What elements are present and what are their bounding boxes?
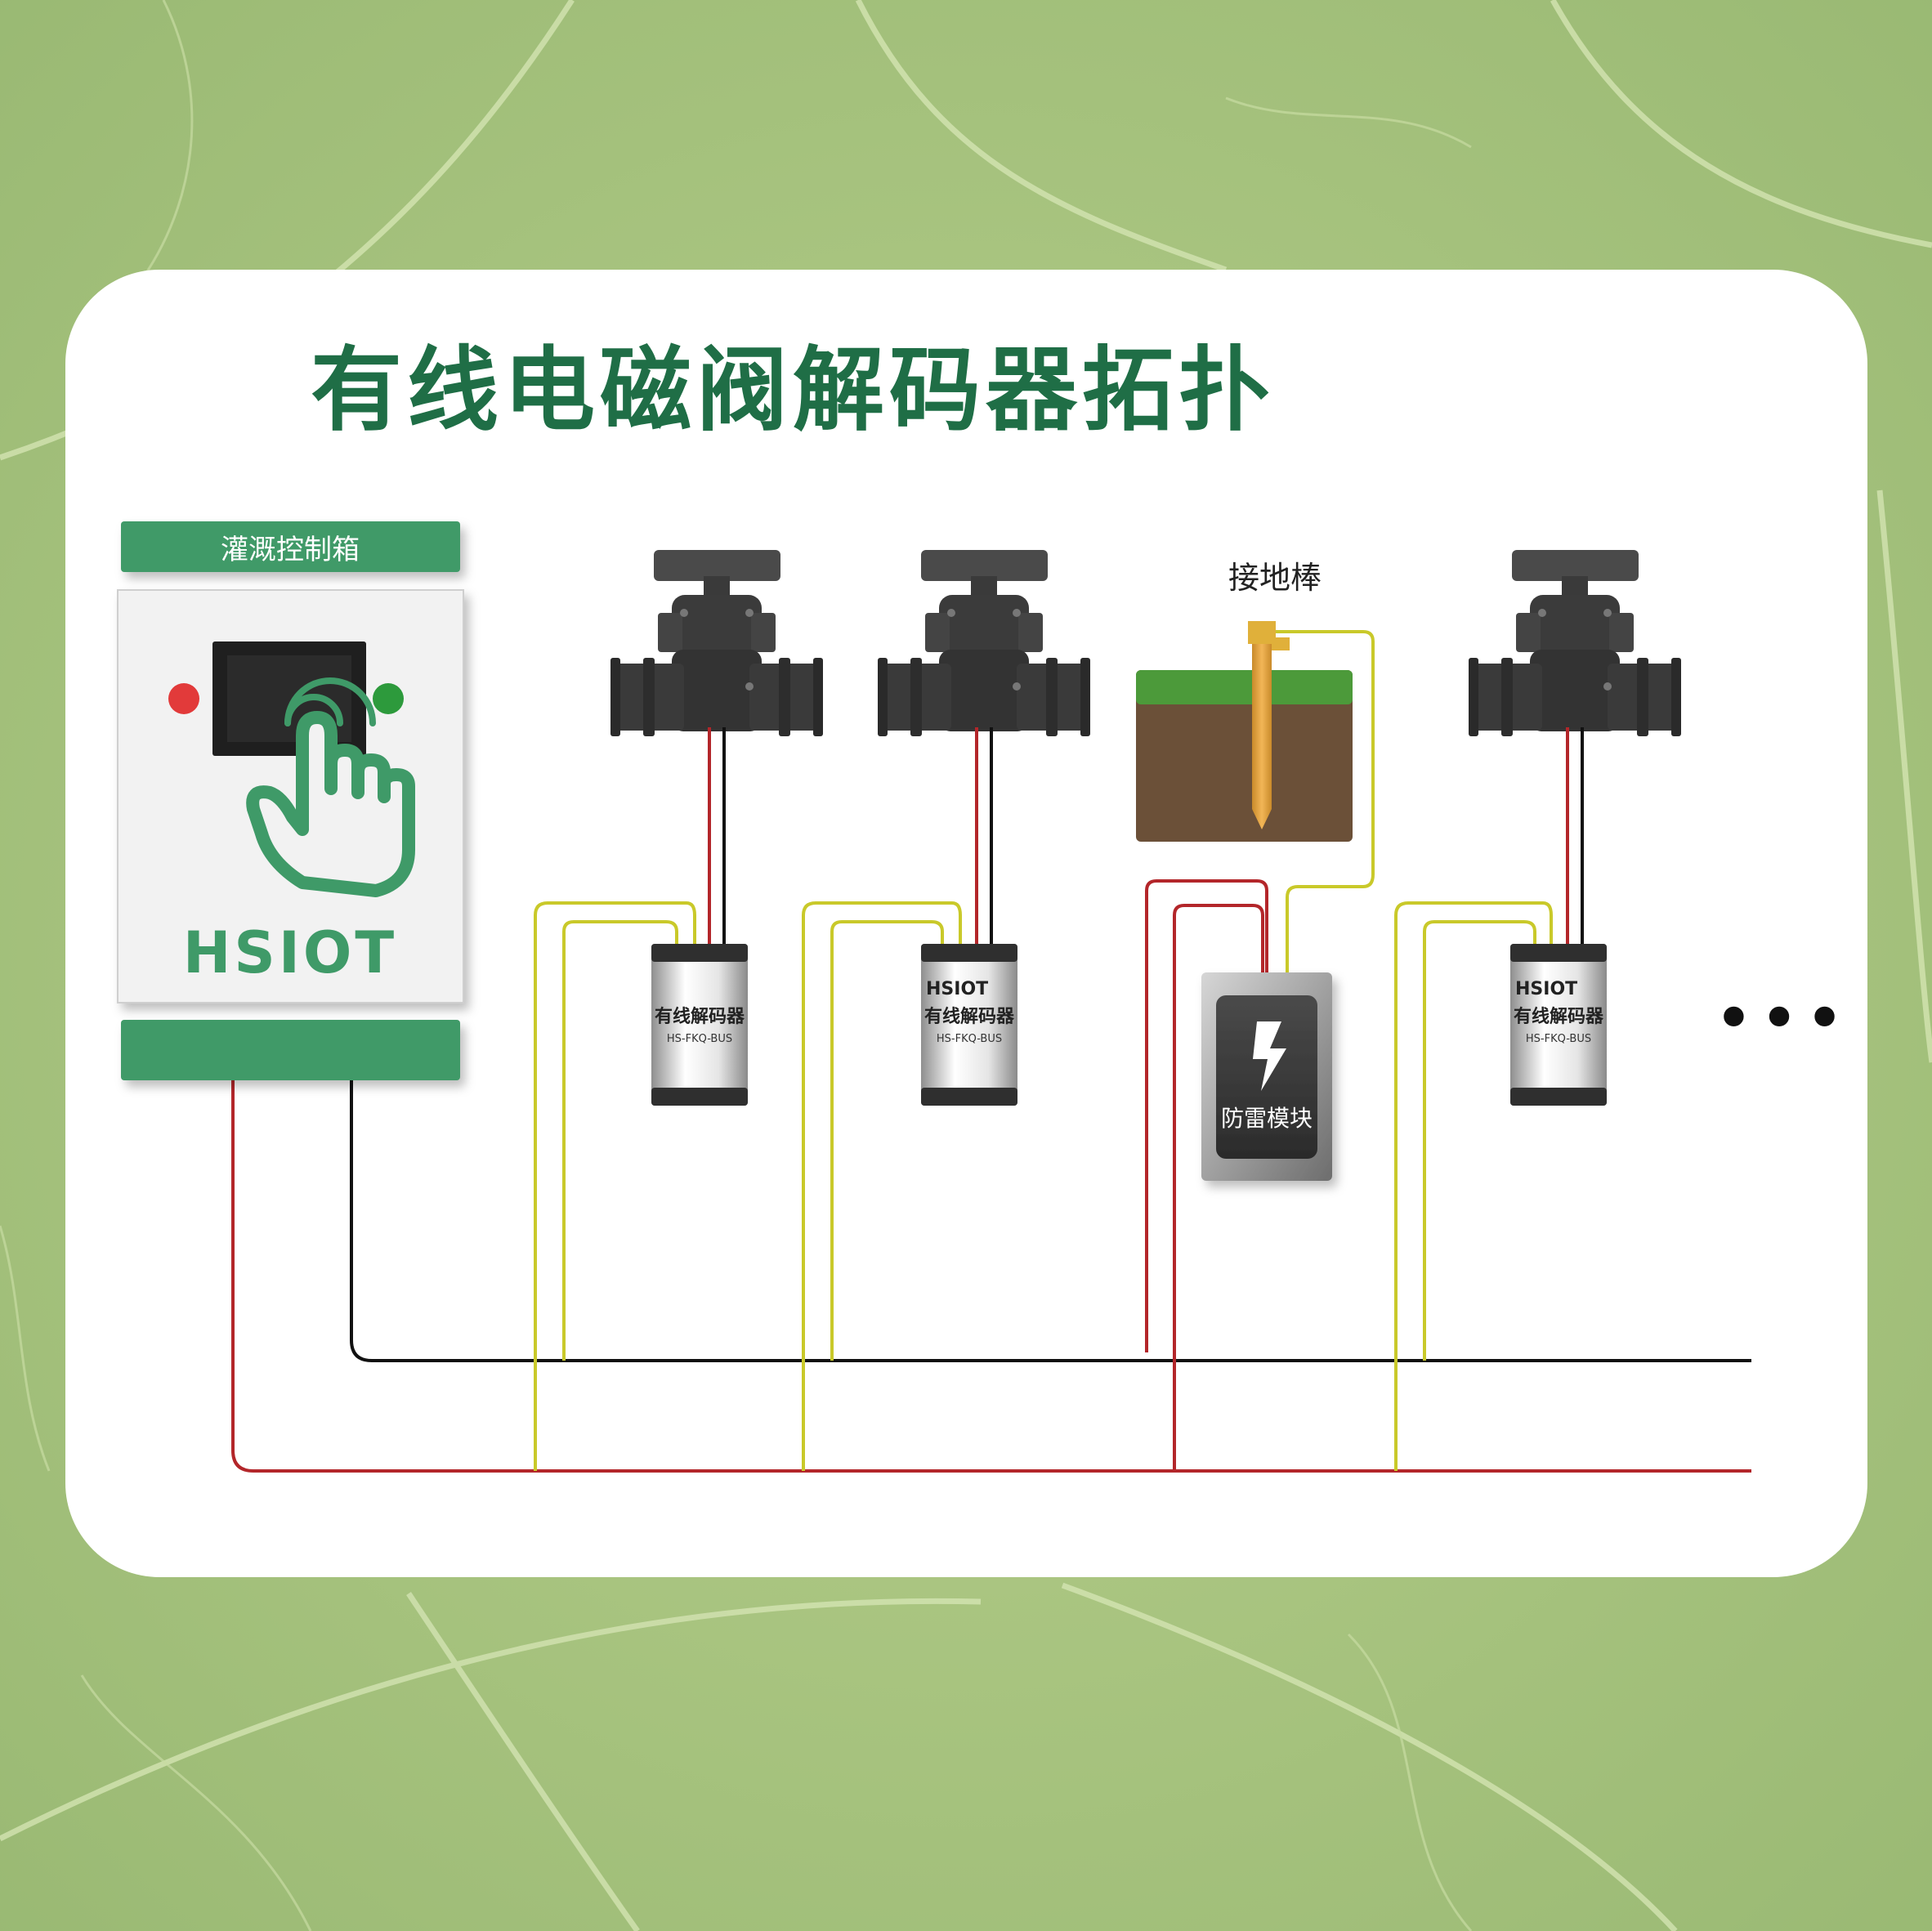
decoder-model: HS-FKQ-BUS xyxy=(937,1033,1002,1045)
bus-red-wire xyxy=(231,1080,1751,1473)
solenoid-valve-icon xyxy=(610,550,823,736)
red-indicator-light xyxy=(168,683,199,714)
bus-wires xyxy=(231,1080,1751,1473)
solenoid-valve-icon xyxy=(1469,550,1681,736)
ground-block xyxy=(1136,670,1353,842)
decoder-model: HS-FKQ-BUS xyxy=(667,1033,732,1045)
decoder-module: HSIOT 有线解码器 HS-FKQ-BUS xyxy=(1510,944,1607,1106)
decoder-name: 有线解码器 xyxy=(1514,1006,1604,1027)
decoder-logo: HSIOT xyxy=(926,979,988,999)
ground-rod-icon xyxy=(1248,621,1290,829)
touch-hand-icon xyxy=(246,677,415,897)
decoder-wires xyxy=(534,630,1584,1471)
page-title: 有线电磁阀解码器拓扑 xyxy=(311,337,1275,444)
control-box-logo: HSIOT xyxy=(183,919,397,986)
solenoid-valve-icon xyxy=(878,550,1090,736)
bus-black-wire xyxy=(350,1080,1751,1362)
more-ellipsis: ••• xyxy=(1714,978,1850,1058)
lightning-module-label: 防雷模块 xyxy=(1221,1105,1313,1132)
decoder-module: 有线解码器 HS-FKQ-BUS xyxy=(651,944,748,1106)
decoder-name: 有线解码器 xyxy=(655,1006,745,1027)
lightning-bolt-icon xyxy=(1253,1021,1286,1091)
decoder-name: 有线解码器 xyxy=(924,1006,1015,1027)
decoder-logo: HSIOT xyxy=(1515,979,1577,999)
green-indicator-light xyxy=(373,683,404,714)
control-box-label: 灌溉控制箱 xyxy=(221,534,360,566)
ground-rod-label: 接地棒 xyxy=(1228,560,1322,596)
decoder-model: HS-FKQ-BUS xyxy=(1526,1033,1591,1045)
decoder-module: HSIOT 有线解码器 HS-FKQ-BUS xyxy=(921,944,1017,1106)
